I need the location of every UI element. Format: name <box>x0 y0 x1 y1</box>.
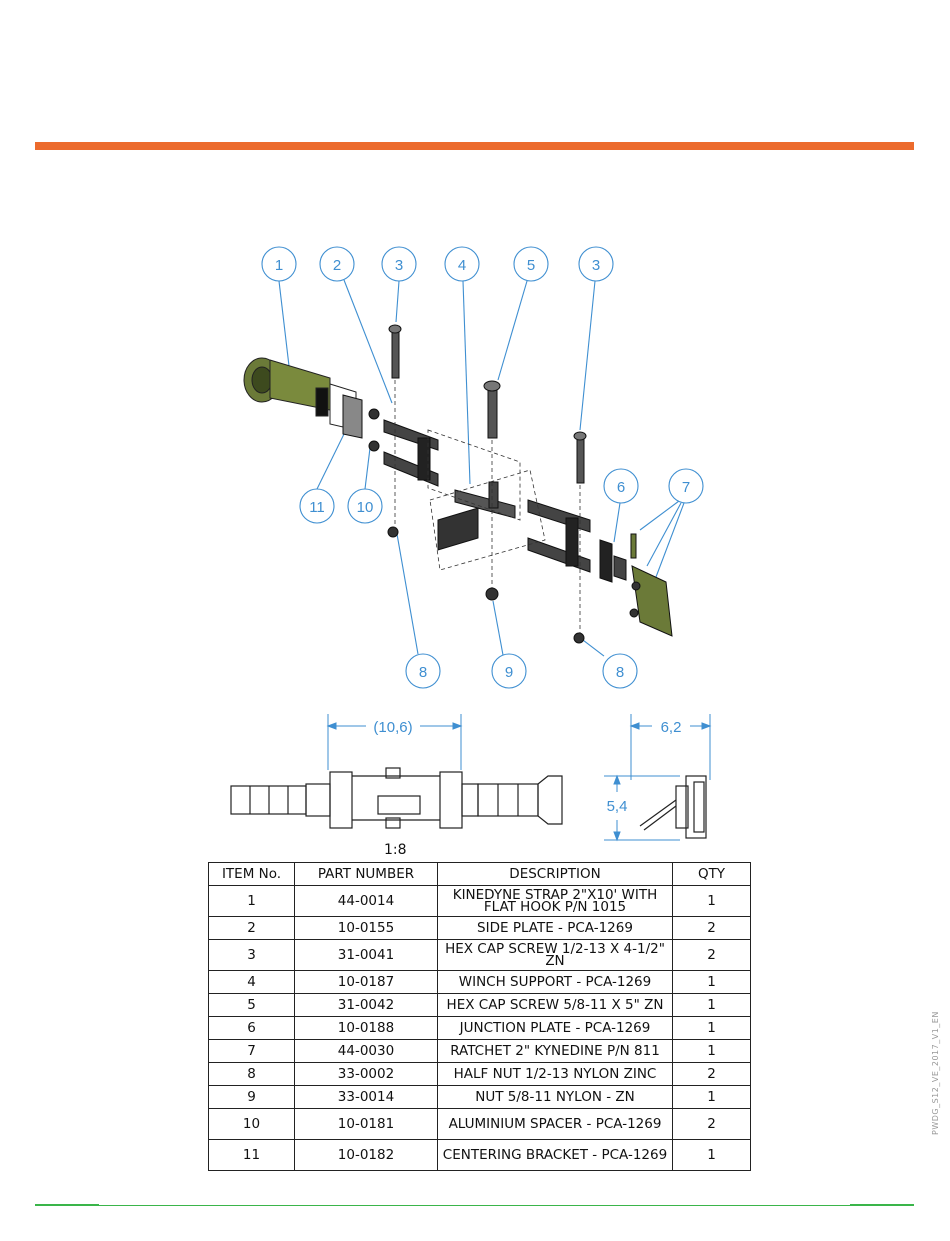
cell-part: 10-0182 <box>294 1139 438 1171</box>
cell-desc: NUT 5/8-11 NYLON - ZN <box>437 1085 673 1109</box>
callout-8b: 8 <box>616 664 624 681</box>
cell-desc: ALUMINIUM SPACER - PCA-1269 <box>437 1108 673 1140</box>
table-row: 6 10-0188 JUNCTION PLATE - PCA-1269 1 <box>208 1016 751 1040</box>
dimension-height: 5,4 <box>607 798 628 815</box>
cell-qty: 2 <box>672 1108 751 1140</box>
cell-qty: 1 <box>672 1016 751 1040</box>
callout-9: 9 <box>505 664 513 681</box>
cell-item: 7 <box>208 1039 295 1063</box>
cell-part: 44-0030 <box>294 1039 438 1063</box>
cell-item: 3 <box>208 939 295 971</box>
cell-desc: SIDE PLATE - PCA-1269 <box>437 916 673 940</box>
table-row: 1 44-0014 KINEDYNE STRAP 2"X10' WITH FLA… <box>208 885 751 917</box>
cell-part: 33-0002 <box>294 1062 438 1086</box>
callout-6: 6 <box>617 479 625 496</box>
cell-part: 10-0188 <box>294 1016 438 1040</box>
cell-item: 1 <box>208 885 295 917</box>
cell-part: 10-0187 <box>294 970 438 994</box>
cell-qty: 1 <box>672 1139 751 1171</box>
cell-desc: RATCHET 2" KYNEDINE P/N 811 <box>437 1039 673 1063</box>
table-row: 4 10-0187 WINCH SUPPORT - PCA-1269 1 <box>208 970 751 994</box>
cell-desc: JUNCTION PLATE - PCA-1269 <box>437 1016 673 1040</box>
cell-part: 31-0041 <box>294 939 438 971</box>
cell-part: 10-0155 <box>294 916 438 940</box>
cell-part: 33-0014 <box>294 1085 438 1109</box>
cell-qty: 2 <box>672 939 751 971</box>
cell-qty: 2 <box>672 916 751 940</box>
cell-item: 2 <box>208 916 295 940</box>
table-header-row: ITEM No. PART NUMBER DESCRIPTION QTY <box>208 862 751 886</box>
callout-8: 8 <box>419 664 427 681</box>
front-view <box>230 767 563 829</box>
scale-label: 1:8 <box>384 842 407 858</box>
cell-part: 44-0014 <box>294 885 438 917</box>
header-item: ITEM No. <box>208 862 295 886</box>
cell-item: 6 <box>208 1016 295 1040</box>
cell-desc: CENTERING BRACKET - PCA-1269 <box>437 1139 673 1171</box>
table-row: 8 33-0002 HALF NUT 1/2-13 NYLON ZINC 2 <box>208 1062 751 1086</box>
cell-desc: HEX CAP SCREW 1/2-13 X 4-1/2" ZN <box>437 939 673 971</box>
callout-3: 3 <box>395 257 403 274</box>
cell-qty: 1 <box>672 993 751 1017</box>
dimension-depth: 6,2 <box>661 719 682 736</box>
cell-part: 31-0042 <box>294 993 438 1017</box>
table-row: 3 31-0041 HEX CAP SCREW 1/2-13 X 4-1/2" … <box>208 939 751 971</box>
cell-qty: 1 <box>672 1085 751 1109</box>
table-row: 11 10-0182 CENTERING BRACKET - PCA-1269 … <box>208 1139 751 1171</box>
footer-mark-right <box>850 1204 914 1206</box>
cell-desc: WINCH SUPPORT - PCA-1269 <box>437 970 673 994</box>
orange-header-bar <box>35 142 914 150</box>
table-row: 5 31-0042 HEX CAP SCREW 5/8-11 X 5" ZN 1 <box>208 993 751 1017</box>
cell-qty: 1 <box>672 1039 751 1063</box>
strap-part <box>243 357 357 431</box>
bill-of-materials-table: ITEM No. PART NUMBER DESCRIPTION QTY 1 4… <box>208 862 751 1171</box>
table-row: 10 10-0181 ALUMINIUM SPACER - PCA-1269 2 <box>208 1108 751 1140</box>
cell-item: 11 <box>208 1139 295 1171</box>
callout-2: 2 <box>333 257 341 274</box>
cell-part: 10-0181 <box>294 1108 438 1140</box>
callout-10: 10 <box>357 499 374 516</box>
cell-qty: 2 <box>672 1062 751 1086</box>
cell-item: 10 <box>208 1108 295 1140</box>
cell-item: 4 <box>208 970 295 994</box>
callout-11: 11 <box>309 499 325 516</box>
callout-3b: 3 <box>592 257 600 274</box>
header-part-number: PART NUMBER <box>294 862 438 886</box>
document-code: PWDG_S12_VE_2017_V1_EN <box>931 1011 940 1135</box>
cell-desc: HEX CAP SCREW 5/8-11 X 5" ZN <box>437 993 673 1017</box>
side-view <box>639 775 707 839</box>
header-description: DESCRIPTION <box>437 862 673 886</box>
table-row: 9 33-0014 NUT 5/8-11 NYLON - ZN 1 <box>208 1085 751 1109</box>
table-row: 2 10-0155 SIDE PLATE - PCA-1269 2 <box>208 916 751 940</box>
cell-desc: HALF NUT 1/2-13 NYLON ZINC <box>437 1062 673 1086</box>
dimension-width: (10,6) <box>373 719 412 736</box>
cell-item: 9 <box>208 1085 295 1109</box>
cell-item: 8 <box>208 1062 295 1086</box>
callout-1: 1 <box>275 257 283 274</box>
footer-mark-left <box>35 1204 99 1206</box>
cell-desc: KINEDYNE STRAP 2"X10' WITH FLAT HOOK P/N… <box>437 885 673 917</box>
callout-5: 5 <box>527 257 535 274</box>
callout-7: 7 <box>682 479 690 496</box>
cell-qty: 1 <box>672 885 751 917</box>
footer-line <box>35 1205 914 1206</box>
header-qty: QTY <box>672 862 751 886</box>
callout-4: 4 <box>458 257 466 274</box>
table-row: 7 44-0030 RATCHET 2" KYNEDINE P/N 811 1 <box>208 1039 751 1063</box>
cell-item: 5 <box>208 993 295 1017</box>
cell-qty: 1 <box>672 970 751 994</box>
